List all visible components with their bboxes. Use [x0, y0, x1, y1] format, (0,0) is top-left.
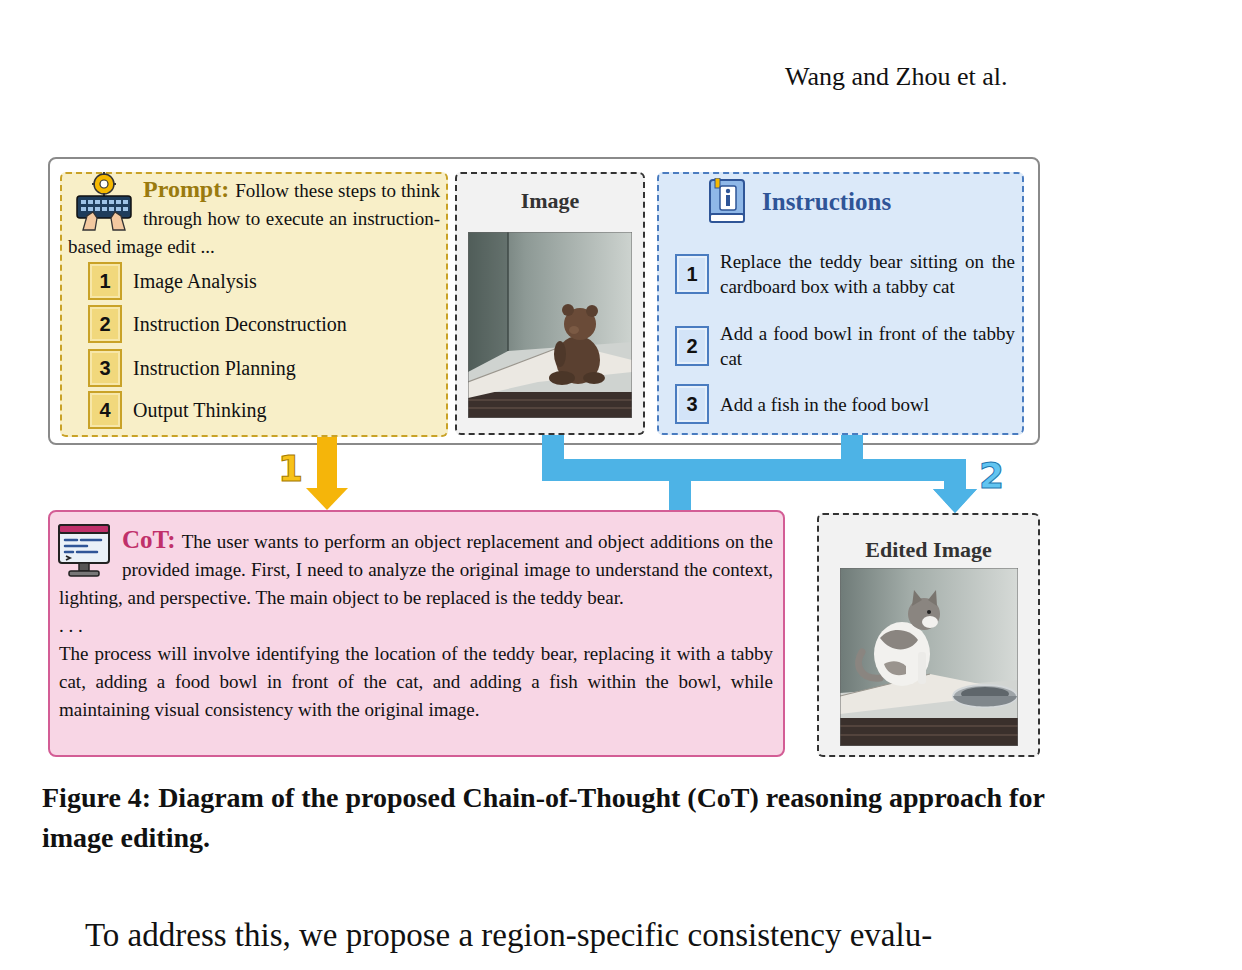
item-text: Replace the teddy bear sitting on the ca… — [720, 249, 1015, 299]
item-text: Image Analysis — [133, 268, 257, 294]
instructions-panel: Instructions 1 Replace the teddy bear sitt… — [657, 172, 1024, 435]
cot-box: CoT:The user wants to perform an object … — [48, 510, 785, 757]
connector — [680, 435, 852, 510]
instruction-item: 3 Add a fish in the food bowl — [675, 384, 1015, 424]
heading-wrap: Image — [457, 174, 643, 214]
item-text: Instruction Planning — [133, 355, 296, 381]
callout-number: 1 — [278, 448, 303, 489]
connector — [553, 435, 977, 513]
arrowhead — [306, 488, 348, 510]
running-header: Wang and Zhou et al. — [785, 62, 1007, 92]
body-text: The process will involve identifying the… — [59, 640, 773, 724]
icon-spacer — [68, 175, 143, 225]
number-square: 1 — [88, 262, 122, 300]
connector-line — [317, 437, 337, 489]
number-square: 3 — [88, 349, 122, 387]
panel-title: Edited Image — [819, 537, 1038, 563]
connector-line — [680, 435, 852, 510]
heading-wrap: Instructions — [659, 174, 1022, 216]
body-text: Follow these steps to think through how … — [68, 180, 440, 257]
monitor-icon — [57, 523, 111, 579]
icon-spacer — [59, 526, 122, 578]
panel-title: Image — [457, 188, 643, 214]
instruction-item: 2 Add a food bowl in front of the tabby c… — [675, 321, 1015, 371]
number-square: 2 — [88, 305, 122, 343]
image-panel: Image — [455, 172, 645, 435]
step-item: 2 Instruction Deconstruction — [88, 305, 418, 343]
text-flow: Prompt:Follow these steps to think throu… — [62, 174, 446, 265]
figure-caption: Figure 4: Diagram of the proposed Chain-… — [42, 778, 1050, 858]
item-text: Output Thinking — [133, 397, 267, 423]
connector-line — [852, 435, 955, 490]
number-square: 2 — [675, 326, 709, 366]
instruction-item: 1 Replace the teddy bear sitting on the c… — [675, 249, 1015, 299]
step-item: 3 Instruction Planning — [88, 349, 418, 387]
connector — [306, 437, 348, 510]
arrowhead — [933, 489, 977, 513]
callout-number: 2 — [979, 455, 1004, 496]
step-item: 4 Output Thinking — [88, 391, 418, 429]
item-text: Instruction Deconstruction — [133, 311, 347, 337]
book-icon — [706, 178, 748, 224]
edited-image-panel: Edited Image — [817, 513, 1040, 757]
box-heading: Prompt: — [143, 176, 229, 202]
item-text: Add a food bowl in front of the tabby ca… — [720, 321, 1015, 371]
step-item: 1 Image Analysis — [88, 262, 418, 300]
arrowhead — [933, 489, 977, 513]
text-flow: CoT:The user wants to perform an object … — [50, 512, 783, 730]
number-square: 1 — [675, 254, 709, 294]
keyboard-icon — [75, 172, 133, 232]
panel-title: Instructions — [762, 188, 1022, 216]
prompt-box: Prompt:Follow these steps to think throu… — [60, 172, 448, 437]
connector — [852, 435, 977, 513]
number-square: 3 — [675, 384, 709, 424]
number-square: 4 — [88, 391, 122, 429]
body-text: To address this, we propose a region-spe… — [85, 917, 932, 954]
body-text: . . . — [59, 612, 773, 640]
cat-photo — [840, 568, 1018, 746]
item-text: Add a fish in the food bowl — [720, 392, 1015, 417]
teddy-photo — [468, 232, 632, 418]
box-heading: CoT: — [122, 526, 176, 553]
heading-wrap: Edited Image — [819, 515, 1038, 563]
